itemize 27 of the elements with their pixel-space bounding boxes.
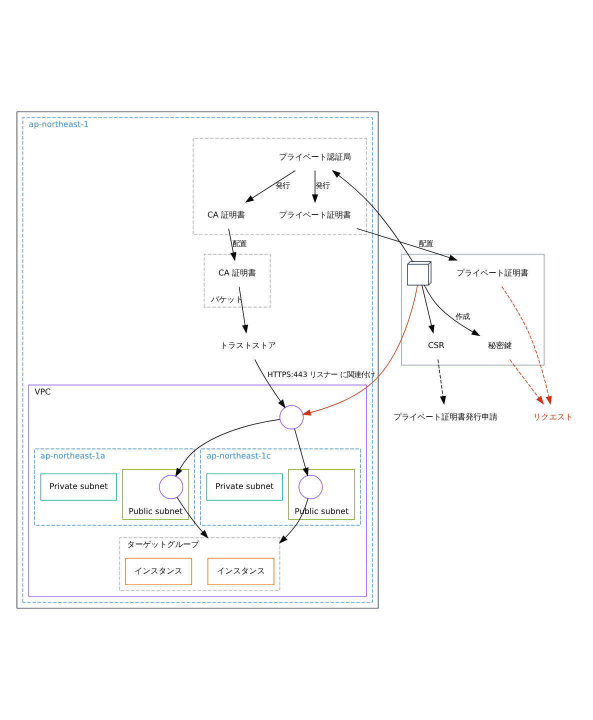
arrow bbox=[228, 228, 236, 262]
arrow bbox=[356, 228, 458, 261]
arrow bbox=[332, 170, 413, 262]
edge-label: HTTPS:443 リスナー に関連付け bbox=[268, 370, 376, 379]
edge-label: 配置 bbox=[418, 239, 433, 248]
edge-label: 作成 bbox=[456, 312, 470, 321]
arrow bbox=[424, 285, 480, 336]
edge-label: 発行 bbox=[276, 181, 290, 190]
edge-label: 発行 bbox=[315, 181, 330, 190]
arrow bbox=[175, 418, 280, 477]
node-circle bbox=[298, 474, 323, 500]
arrow bbox=[312, 170, 318, 204]
arrow bbox=[438, 359, 446, 405]
arrow bbox=[294, 428, 309, 477]
arrow bbox=[422, 284, 434, 334]
arrow bbox=[244, 170, 296, 203]
edge-label: 配置 bbox=[232, 239, 246, 248]
arrow bbox=[254, 359, 286, 408]
arrow bbox=[279, 498, 308, 544]
node-circle bbox=[279, 405, 304, 430]
node-circle bbox=[159, 474, 184, 500]
arrow bbox=[238, 286, 248, 334]
cluster bbox=[192, 138, 367, 235]
arrow bbox=[302, 285, 418, 416]
arrow bbox=[509, 359, 544, 405]
arrow bbox=[176, 496, 208, 539]
arrow bbox=[501, 286, 552, 406]
